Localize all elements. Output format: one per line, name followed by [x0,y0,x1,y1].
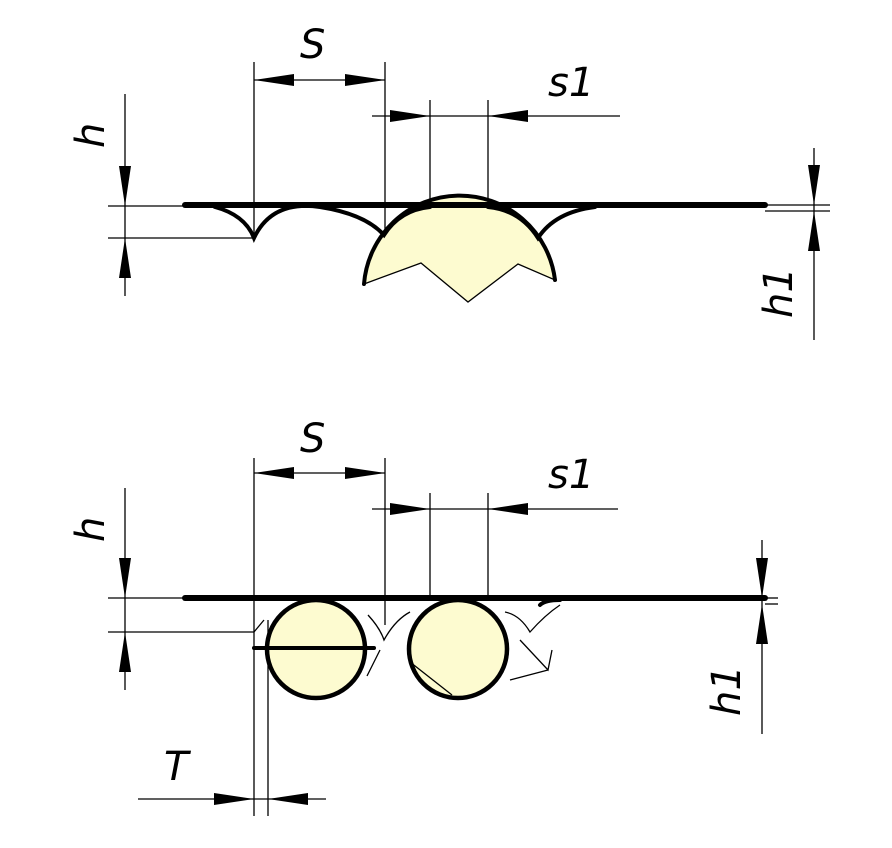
top-depth-label: h [68,123,114,148]
bottom-thickness-label: h1 [704,665,750,716]
top-roller-arc [362,193,557,286]
bottom-view: S s1 h h1 T [68,416,778,816]
top-view: S s1 h h1 [68,22,830,340]
top-thickness-label: h1 [756,267,802,318]
top-pitch-label: S [300,22,325,68]
top-roller-section [363,194,556,303]
bottom-pitch-label: S [300,416,325,462]
bottom-gap-label: s1 [548,452,594,498]
bottom-depth-label: h [68,517,114,542]
top-gap-label: s1 [548,60,594,106]
bottom-offset-label: T [164,744,192,790]
top-scallops [213,204,597,244]
bottom-background-outline [366,604,561,681]
bottom-right-roller [406,597,510,701]
